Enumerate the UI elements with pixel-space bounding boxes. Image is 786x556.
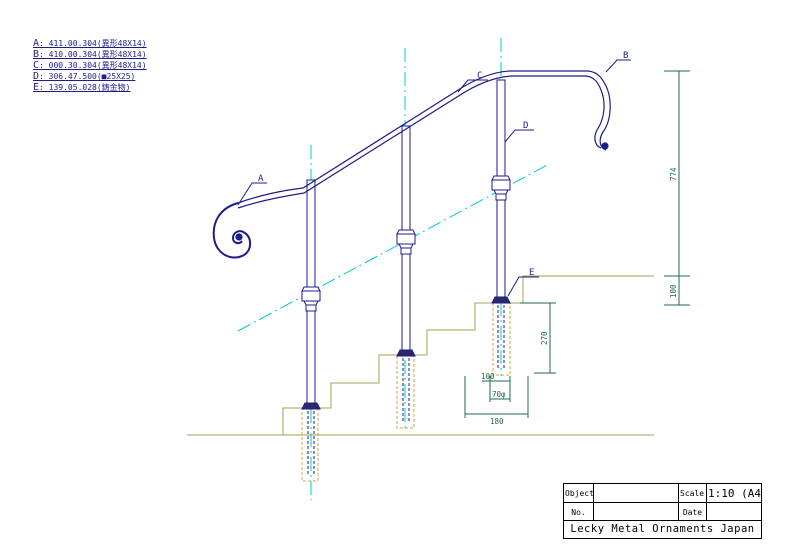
- legend-item-e: E: 139.05.028(鋳金物): [33, 82, 147, 93]
- footing-1: [301, 408, 319, 482]
- stair-outline: [282, 275, 654, 435]
- scale-label-cell: Scale: [679, 484, 707, 503]
- callout-d: D: [523, 121, 528, 131]
- company-name: Lecky Metal Ornaments Japan: [570, 523, 755, 535]
- post-2-upper: [401, 125, 411, 231]
- handrail-scroll-lower: [212, 202, 252, 259]
- object-label: Object: [565, 489, 594, 498]
- callout-e-leader: [507, 276, 539, 297]
- post-3-upper: [496, 79, 506, 177]
- upper-scroll-eye: [601, 142, 609, 150]
- dim-270-label: 270: [540, 331, 549, 345]
- dim-70-label: 70φ: [492, 390, 506, 399]
- no-label: No.: [571, 508, 586, 517]
- posts: [301, 79, 511, 410]
- post-1-lower: [306, 310, 316, 404]
- dim-100-label: 100: [669, 284, 678, 298]
- legend-item-b: B: 410.00.304(異形48X14): [33, 49, 147, 60]
- callout-d-leader: [504, 129, 534, 143]
- legend-letter: C: [33, 60, 40, 71]
- handrail-top-edge: [237, 70, 611, 204]
- callout-labels: A B C D E: [258, 51, 628, 278]
- dim-774-label: 774: [669, 167, 678, 181]
- legend-text: : 410.00.304(異形48X14): [39, 50, 147, 59]
- callout-c: C: [477, 71, 482, 81]
- post-1-base: [301, 402, 321, 410]
- stair-profile: [187, 275, 654, 436]
- post-embeds: [307, 305, 505, 476]
- callout-e: E: [529, 268, 534, 278]
- scale-value: 1:10 (A4): [708, 487, 761, 500]
- no-value-cell: [594, 503, 679, 521]
- object-label-cell: Object: [564, 484, 594, 503]
- handrail-bottom-edge: [237, 75, 605, 209]
- legend-letter: A: [33, 38, 40, 49]
- handrail: [212, 70, 611, 259]
- date-label-cell: Date: [679, 503, 707, 521]
- dimension-lines: [464, 70, 690, 418]
- scale-label: Scale: [680, 489, 705, 498]
- no-label-cell: No.: [564, 503, 594, 521]
- scroll-eye: [235, 233, 243, 241]
- post-2-base: [396, 349, 416, 357]
- post-3-collar: [491, 175, 511, 201]
- callout-a: A: [258, 174, 264, 184]
- legend-text: : 306.47.500(■25X25): [39, 72, 136, 81]
- object-value-cell: [594, 484, 679, 503]
- date-label: Date: [682, 508, 703, 517]
- callout-c-leader: [457, 79, 488, 93]
- legend-letter: B: [33, 49, 40, 60]
- post-3-base: [491, 296, 511, 304]
- callout-b: B: [623, 51, 628, 61]
- legend-text: : 411.00.304(異形48X14): [39, 39, 147, 48]
- legend-letter: D: [33, 71, 40, 82]
- post-1-collar: [301, 286, 321, 312]
- scale-value-cell: 1:10 (A4): [707, 484, 761, 503]
- callout-a-leader: [237, 182, 267, 206]
- post-1-upper: [306, 179, 316, 288]
- post-3-lower: [496, 199, 506, 298]
- legend-letter: E: [33, 82, 40, 93]
- legend-text: : 139.05.028(鋳金物): [39, 83, 131, 92]
- legend-text: : 000.30.304(異形48X14): [39, 61, 147, 70]
- dimension-labels: 774 100 270 100 70φ 180: [481, 167, 678, 426]
- dim-100-pad-label: 100: [481, 372, 495, 381]
- date-value-cell: [707, 503, 761, 521]
- parts-legend: A: 411.00.304(異形48X14) B: 410.00.304(異形4…: [33, 38, 147, 93]
- dim-180-label: 180: [490, 417, 504, 426]
- title-block: Object Scale 1:10 (A4) No. Date Lecky Me…: [563, 483, 762, 539]
- legend-item-c: C: 000.30.304(異形48X14): [33, 60, 147, 71]
- post-2-collar: [396, 229, 416, 255]
- callout-b-leader: [605, 59, 631, 73]
- legend-item-a: A: 411.00.304(異形48X14): [33, 38, 147, 49]
- callouts: [237, 59, 631, 297]
- post-2-lower: [401, 253, 411, 351]
- legend-item-d: D: 306.47.500(■25X25): [33, 71, 147, 82]
